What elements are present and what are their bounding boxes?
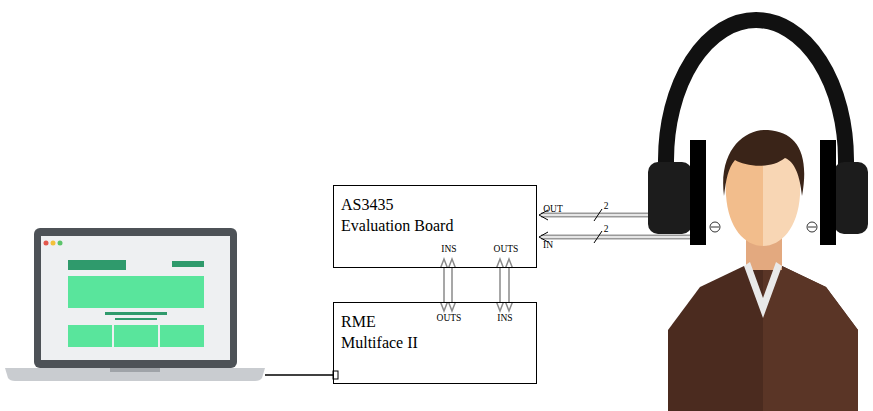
device-name: RME Multiface II bbox=[334, 303, 427, 353]
laptop-illustration bbox=[5, 228, 265, 381]
port-label: INS bbox=[497, 313, 512, 324]
audio-connection bbox=[497, 259, 513, 311]
port-label: 2 bbox=[604, 224, 609, 235]
port-label: OUTS bbox=[437, 313, 462, 324]
port-label: OUTS bbox=[494, 244, 519, 255]
audio-connection bbox=[441, 259, 456, 311]
device-box: AS3435 Evaluation Board bbox=[333, 185, 537, 268]
port-label: OUT bbox=[543, 204, 563, 215]
port-label: 2 bbox=[604, 201, 609, 212]
port-label: IN bbox=[543, 240, 553, 251]
port-label: INS bbox=[441, 244, 456, 255]
person-headphones-illustration bbox=[648, 20, 868, 411]
cable bbox=[265, 374, 334, 376]
device-name: AS3435 Evaluation Board bbox=[334, 186, 459, 236]
